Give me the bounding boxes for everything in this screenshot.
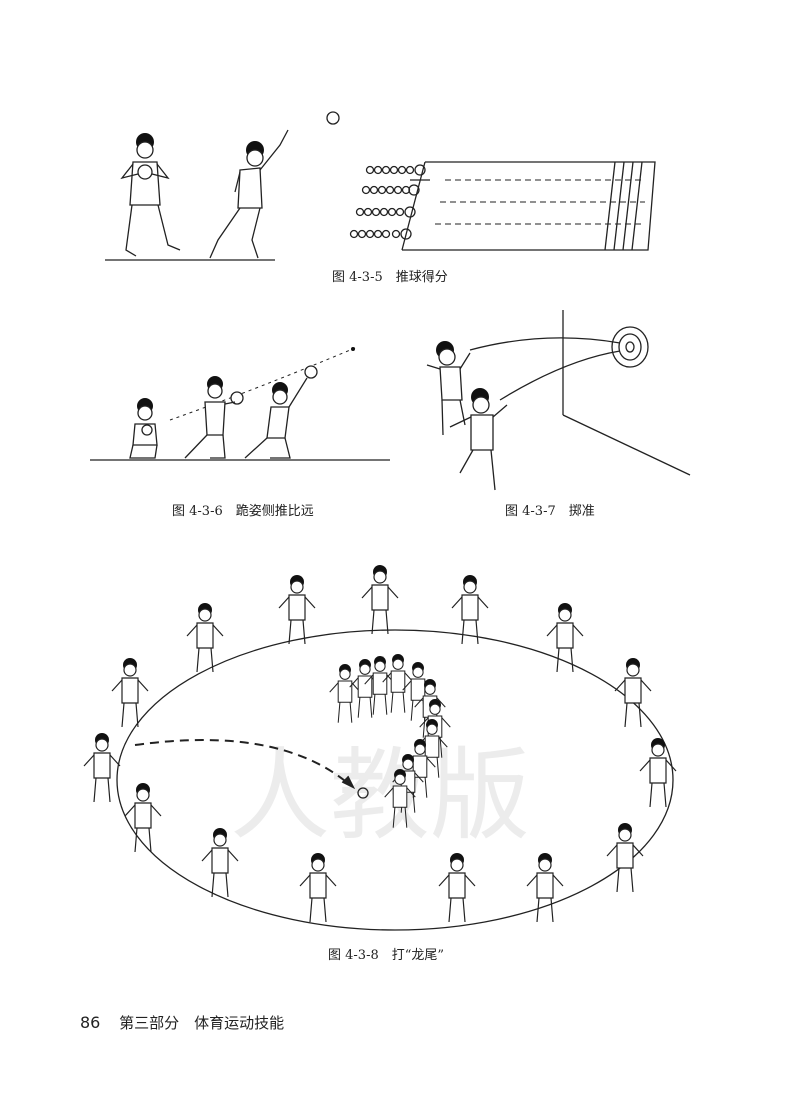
child-figure	[451, 575, 489, 645]
scoring-field	[401, 161, 656, 251]
section-title: 第三部分 体育运动技能	[119, 1014, 285, 1032]
throw-path	[134, 739, 351, 786]
game-circle	[116, 629, 674, 931]
child-figure	[384, 769, 416, 828]
child-figure	[426, 341, 471, 436]
figure-4-3-7-illustration	[426, 310, 691, 491]
child-figure	[614, 658, 652, 728]
page-footer: 86 第三部分 体育运动技能	[80, 1012, 284, 1033]
child-figure	[83, 733, 121, 803]
page-number: 86	[80, 1013, 101, 1032]
ring-players	[83, 565, 677, 923]
child-figure	[606, 823, 644, 893]
figure-4-3-8-illustration: 人教版	[83, 565, 677, 931]
child-figure	[299, 853, 337, 923]
child-figure	[120, 133, 181, 257]
child-figure	[278, 575, 316, 645]
child-figure	[186, 603, 224, 673]
figure-caption: 图 4-3-5 推球得分	[332, 270, 448, 285]
child-figure	[526, 853, 564, 923]
figure-4-3-6-illustration	[90, 347, 390, 461]
ball-icon	[326, 111, 340, 125]
child-figure	[184, 376, 244, 459]
child-figure	[449, 388, 508, 491]
figure-caption: 图 4-3-7 掷准	[505, 504, 595, 519]
watermark: 人教版	[230, 737, 530, 854]
child-figure	[361, 565, 399, 635]
child-figure	[364, 656, 396, 715]
target-icon	[611, 326, 649, 368]
figure-caption: 图 4-3-6 跪姿侧推比远	[172, 504, 314, 519]
child-figure	[111, 658, 149, 728]
child-figure	[209, 129, 289, 259]
figure-caption: 图 4-3-8 打“龙尾”	[328, 948, 445, 963]
figure-4-3-5-illustration	[105, 111, 656, 261]
child-figure	[382, 654, 414, 713]
ball-icon	[357, 787, 369, 799]
child-figure	[329, 664, 361, 723]
child-figure	[124, 783, 162, 853]
child-figure	[349, 659, 381, 718]
child-figure	[201, 828, 239, 898]
ball-rows	[349, 164, 426, 240]
child-figure	[416, 719, 448, 778]
child-figure	[244, 365, 318, 459]
child-figure	[639, 738, 677, 808]
child-figure	[438, 853, 476, 923]
child-figure	[129, 398, 158, 459]
dragon-line-players	[329, 654, 451, 828]
child-figure	[546, 603, 584, 673]
